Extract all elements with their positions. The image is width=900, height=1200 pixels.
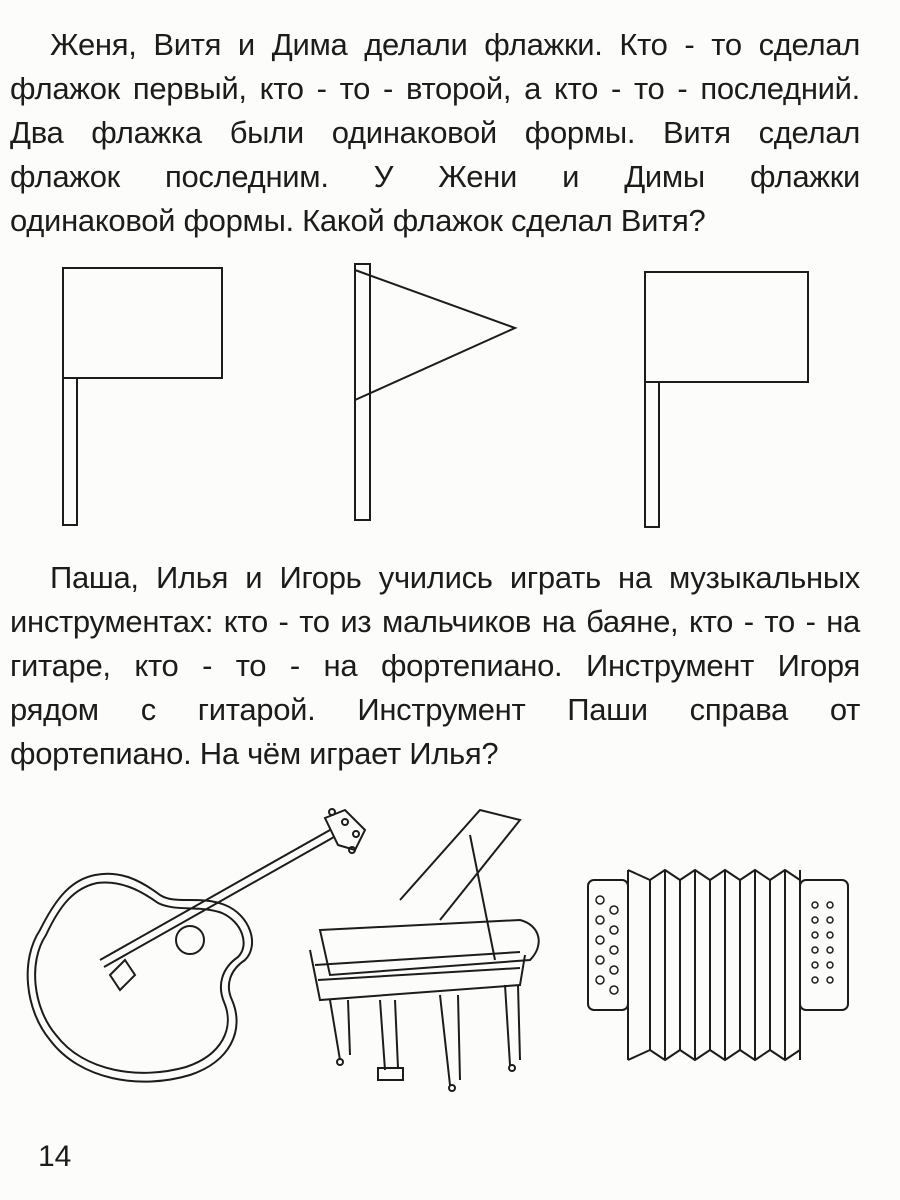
text-line: одинаковой формы. Какой флажок сделал Ви…	[10, 203, 706, 238]
text-line: флажок последним. У Жени и Димы флажки	[10, 159, 860, 194]
text-line: гитаре, кто - то - на фортепиано. Инстру…	[10, 648, 860, 683]
guitar-icon	[26, 808, 367, 1083]
text-line: Женя, Витя и Дима делали флажки. Кто - т…	[50, 27, 860, 62]
flag-3-rectangular	[644, 271, 809, 528]
flag-2-triangular	[354, 263, 518, 521]
text-line: флажок первый, кто - то - второй, а кто …	[10, 71, 860, 106]
task1-text: Женя, Витя и Дима делали флажки. Кто - т…	[10, 23, 860, 243]
text-line: Два флажка были одинаковой формы. Витя с…	[10, 115, 860, 150]
text-line: Паша, Илья и Игорь учились играть на муз…	[50, 560, 860, 595]
text-line: инструментах: кто - то из мальчиков на б…	[10, 604, 860, 639]
flag-1-rectangular	[62, 267, 223, 526]
page-number: 14	[38, 1140, 72, 1173]
text-line: фортепиано. На чём играет Илья?	[10, 736, 499, 771]
grand-piano-icon	[309, 808, 540, 1092]
task2-text: Паша, Илья и Игорь учились играть на муз…	[10, 556, 860, 776]
accordion-icon	[587, 868, 849, 1062]
text-line: рядом с гитарой. Инструмент Паши справа …	[10, 692, 860, 727]
